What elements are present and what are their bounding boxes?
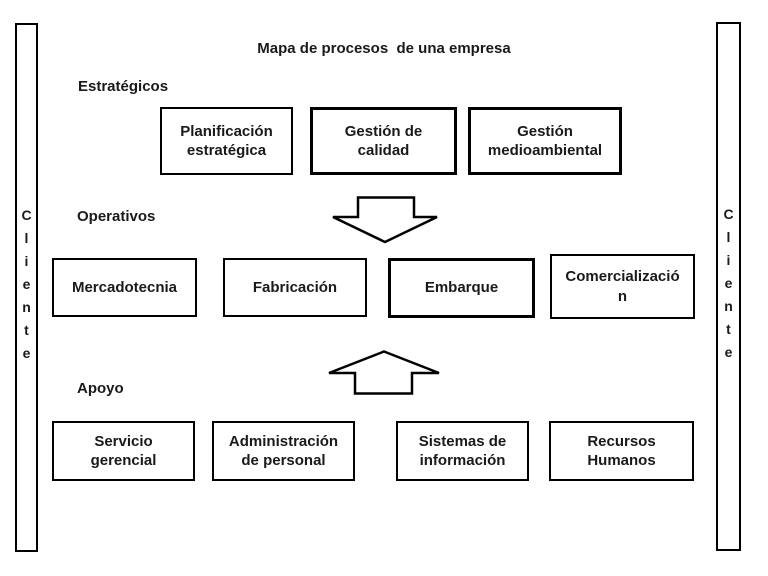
process-box-gestion-medioambiental: Gestión medioambiental [468, 107, 622, 175]
client-bar-left-label: Cliente [18, 207, 35, 368]
process-box-planificacion-estrategica: Planificación estratégica [160, 107, 293, 175]
process-box-servicio-gerencial: Servicio gerencial [52, 421, 195, 481]
client-bar-left: Cliente [15, 23, 38, 552]
process-box-fabricacion: Fabricación [223, 258, 367, 317]
section-label-apoyo: Apoyo [77, 380, 124, 397]
process-box-gestion-de-calidad: Gestión de calidad [310, 107, 457, 175]
process-box-mercadotecnia: Mercadotecnia [52, 258, 197, 317]
client-bar-right-label: Cliente [720, 206, 737, 367]
diagram-title: Mapa de procesos de una empresa [257, 40, 511, 57]
process-box-sistemas-de-informacion: Sistemas de información [396, 421, 529, 481]
process-box-comercializacion: Comercialización [550, 254, 695, 319]
process-box-recursos-humanos: Recursos Humanos [549, 421, 694, 481]
up-block-arrow-icon [327, 350, 441, 395]
section-label-operativos: Operativos [77, 208, 156, 225]
process-box-embarque: Embarque [388, 258, 535, 318]
down-block-arrow-icon [330, 196, 440, 244]
section-label-estrategicos: Estratégicos [78, 78, 169, 95]
client-bar-right: Cliente [716, 22, 741, 551]
process-box-administracion-de-personal: Administración de personal [212, 421, 355, 481]
